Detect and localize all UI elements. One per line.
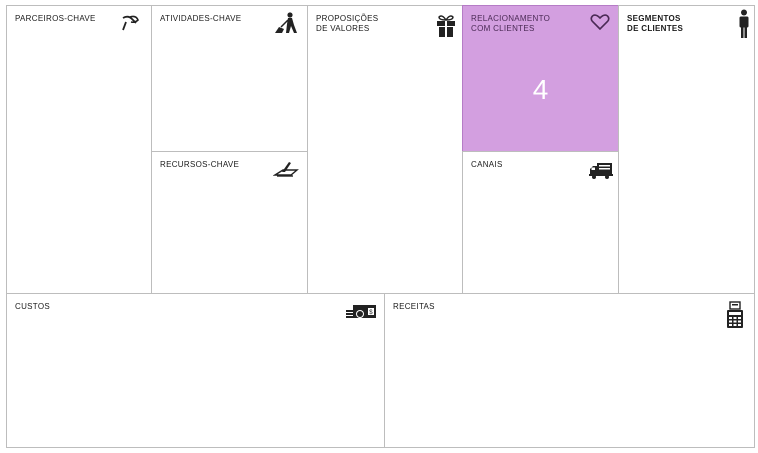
- key-resources-title: RECURSOS-CHAVE: [160, 160, 240, 169]
- person-icon: [738, 9, 750, 39]
- gift-icon: [436, 14, 456, 38]
- cost-structure-title: CUSTOS: [15, 302, 50, 311]
- key-resources-block[interactable]: RECURSOS-CHAVE: [151, 151, 308, 294]
- channels-block[interactable]: CANAIS: [462, 151, 619, 294]
- revenue-streams-title: RECEITAS: [393, 302, 435, 311]
- revenue-streams-block[interactable]: RECEITAS: [384, 293, 755, 448]
- key-partners-block[interactable]: PARCEIROS-CHAVE: [6, 5, 152, 294]
- key-activities-title: ATIVIDADES-CHAVE: [160, 14, 242, 23]
- key-activities-block[interactable]: ATIVIDADES-CHAVE: [151, 5, 308, 152]
- channels-title: CANAIS: [471, 160, 503, 169]
- link-icon: [120, 14, 140, 32]
- svg-text:$: $: [369, 310, 373, 316]
- money-icon: $: [345, 303, 377, 321]
- key-partners-title: PARCEIROS-CHAVE: [15, 14, 96, 23]
- step-number: 4: [532, 74, 549, 105]
- cash-register-icon: [726, 301, 744, 329]
- truck-icon: [588, 162, 614, 180]
- resources-icon: [273, 160, 299, 178]
- heart-icon: [590, 13, 610, 31]
- cost-structure-block[interactable]: CUSTOS $: [6, 293, 386, 448]
- worker-shovel-icon: [273, 12, 299, 34]
